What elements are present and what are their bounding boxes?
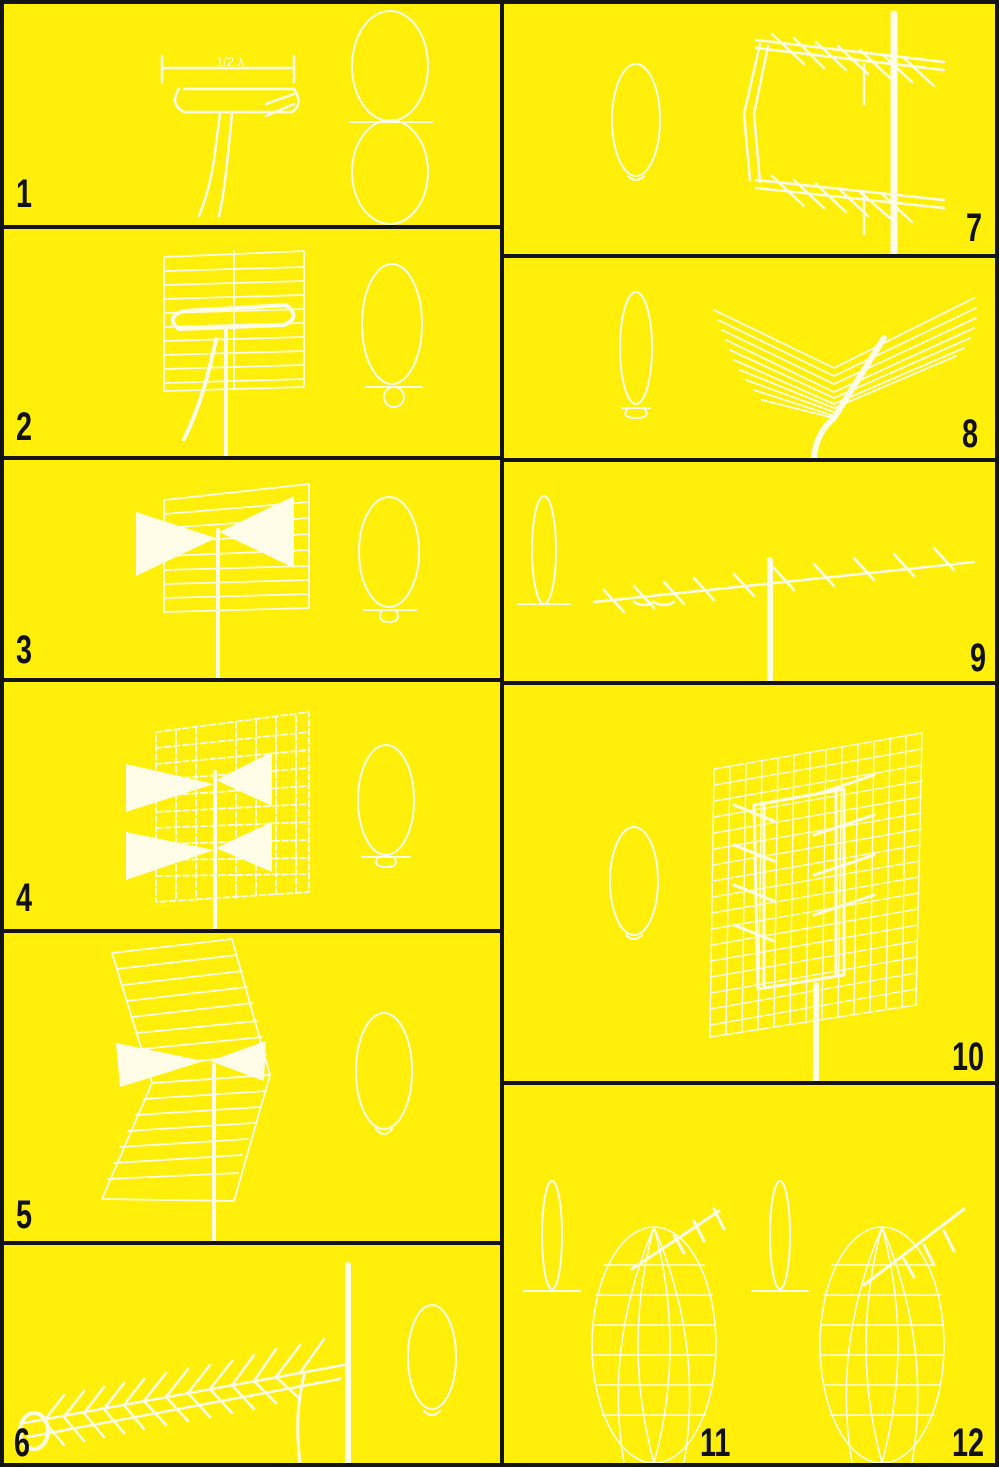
radiation-pattern xyxy=(610,827,658,939)
panel-number: 3 xyxy=(16,630,32,670)
radiation-pattern-12 xyxy=(752,1181,808,1291)
panel-number: 2 xyxy=(16,407,32,447)
panel-2: 2 xyxy=(4,229,500,456)
panel-6: 6 xyxy=(4,1245,500,1463)
panel-5: 5 xyxy=(4,933,500,1241)
panel-number: 6 xyxy=(14,1423,30,1463)
panel-3: 3 xyxy=(4,460,500,678)
panel-10: 10 xyxy=(504,685,995,1081)
panel-number: 4 xyxy=(16,878,32,918)
panel-9: 9 xyxy=(504,462,995,681)
corner-reflector-bowtie-drawing xyxy=(4,933,500,1241)
log-periodic-antenna-drawing xyxy=(504,258,995,458)
radiation-pattern xyxy=(362,264,422,407)
panel-number: 10 xyxy=(952,1037,984,1077)
radiation-pattern xyxy=(518,496,570,604)
dish-12 xyxy=(820,1227,944,1463)
panel-4: 4 xyxy=(4,682,500,929)
panel-number: 7 xyxy=(966,208,982,248)
radiation-pattern xyxy=(358,745,414,867)
bowtie-antenna-drawing xyxy=(4,460,500,678)
long-yagi-antenna-drawing xyxy=(504,462,995,681)
folded-dipole-antenna-drawing: 1/2 λ xyxy=(4,4,500,225)
parabolic-dish-antennas-drawing xyxy=(504,1085,995,1463)
dipole-with-reflector-drawing xyxy=(4,229,500,456)
radiation-pattern xyxy=(408,1305,456,1415)
yagi-antenna-drawing xyxy=(4,1245,500,1463)
panel-7: 7 xyxy=(504,4,995,254)
panel-number: 8 xyxy=(962,414,978,454)
screen-reflector-array-drawing xyxy=(504,685,995,1081)
panel-number-11: 11 xyxy=(700,1423,730,1463)
panel-number: 9 xyxy=(970,638,986,678)
radiation-pattern-11 xyxy=(524,1181,580,1291)
radiation-pattern xyxy=(359,497,419,622)
dish-11 xyxy=(592,1227,716,1463)
panel-number: 5 xyxy=(16,1195,32,1235)
stacked-bowtie-antenna-drawing xyxy=(4,682,500,929)
panel-number-12: 12 xyxy=(952,1423,984,1463)
dimension-label: 1/2 λ xyxy=(216,54,245,69)
figure-eight-radiation-pattern xyxy=(350,11,432,224)
panel-number: 1 xyxy=(16,174,32,214)
panel-1: 1/2 λ 1 xyxy=(4,4,500,225)
panel-8: 8 xyxy=(504,258,995,458)
panel-11-12: 11 12 xyxy=(504,1085,995,1463)
radiation-pattern xyxy=(620,292,652,418)
radiation-pattern xyxy=(356,1013,412,1134)
stacked-yagi-array-drawing xyxy=(504,4,995,254)
radiation-pattern xyxy=(612,64,660,180)
